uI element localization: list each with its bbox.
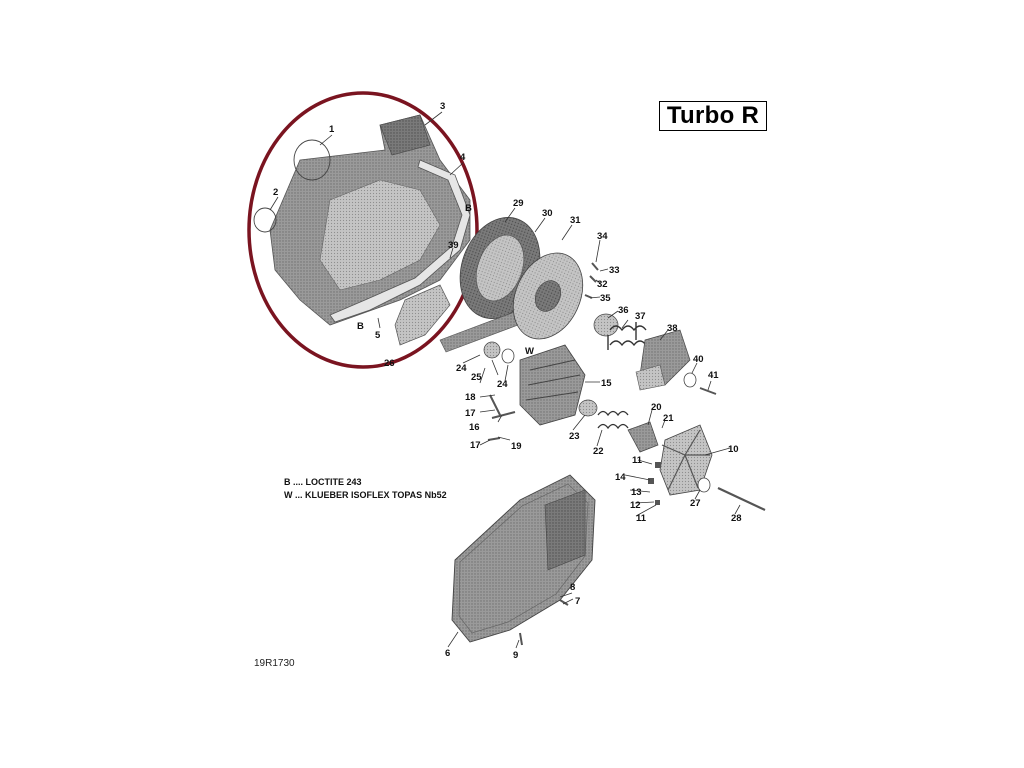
spring-mid-part xyxy=(597,410,629,430)
driven-pulley-group xyxy=(483,341,766,511)
callout-4: 4 xyxy=(460,152,466,163)
spring-part xyxy=(607,322,647,350)
callout-28: 28 xyxy=(731,513,742,524)
reference-code: 19R1730 xyxy=(254,658,295,669)
callout-32: 32 xyxy=(597,279,608,290)
callout-1: 1 xyxy=(329,124,335,135)
callout-7: 7 xyxy=(575,596,580,607)
callout-labels: 1 2 3 4 5 6 7 8 9 10 11 11 12 13 14 15 1… xyxy=(273,101,742,661)
pulley-fins xyxy=(525,359,581,401)
callout-14: 14 xyxy=(615,472,626,483)
callout-16: 16 xyxy=(469,422,480,433)
callout-15: 15 xyxy=(601,378,612,389)
leader-lines xyxy=(269,111,741,649)
callout-38: 38 xyxy=(667,323,678,334)
callout-36: 36 xyxy=(618,305,629,316)
lubricant-legend: B .... LOCTITE 243 W ... KLUEBER ISOFLEX… xyxy=(284,476,447,502)
cam-part xyxy=(627,421,659,453)
nut-parts xyxy=(648,462,661,505)
callout-2: 2 xyxy=(273,187,278,198)
washer-part xyxy=(683,372,697,388)
callout-17-upper: 17 xyxy=(465,408,476,419)
legend-w-line: W ... KLUEBER ISOFLEX TOPAS Nb52 xyxy=(284,490,447,500)
callout-34: 34 xyxy=(597,231,608,242)
bolts-mid xyxy=(487,394,516,441)
legend-b-line: B .... LOCTITE 243 xyxy=(284,477,362,487)
callout-33: 33 xyxy=(609,265,620,276)
callout-21: 21 xyxy=(663,413,674,424)
callout-24-left: 24 xyxy=(456,363,467,374)
callout-8: 8 xyxy=(570,582,575,593)
callout-26: 26 xyxy=(384,358,395,369)
outer-pulley-spokes xyxy=(661,429,710,491)
callout-35: 35 xyxy=(600,293,611,304)
callout-6: 6 xyxy=(445,648,450,659)
cover-screws xyxy=(519,599,569,646)
bushing-mid-part xyxy=(578,399,598,417)
callout-31: 31 xyxy=(570,215,581,226)
highlight-ring xyxy=(247,91,479,369)
callout-19: 19 xyxy=(511,441,522,452)
callout-29: 29 xyxy=(513,198,524,209)
callout-11-lower: 11 xyxy=(636,513,647,524)
o-ring-small-part xyxy=(253,207,277,233)
washer-lower-part xyxy=(697,477,711,493)
callout-30: 30 xyxy=(542,208,553,219)
outer-cover-duct xyxy=(544,489,586,571)
fan-disc-part xyxy=(394,284,451,346)
inner-cover-group xyxy=(253,114,471,346)
callout-23: 23 xyxy=(569,431,580,442)
marker-b-bottom: B xyxy=(357,321,364,332)
inner-cover-cutout xyxy=(319,179,441,291)
callout-39: 39 xyxy=(448,240,459,251)
callout-22: 22 xyxy=(593,446,604,457)
o-ring-large-part xyxy=(293,139,331,181)
callout-18: 18 xyxy=(465,392,476,403)
model-badge: Turbo R xyxy=(659,101,767,131)
bearing-part xyxy=(483,341,501,359)
callout-24-right: 24 xyxy=(497,379,508,390)
long-bolt-part xyxy=(717,487,766,511)
callout-17-lower: 17 xyxy=(470,440,481,451)
bolt-part xyxy=(699,387,717,395)
callout-37: 37 xyxy=(635,311,646,322)
callout-27: 27 xyxy=(690,498,701,509)
callout-3: 3 xyxy=(440,101,445,112)
inner-cover-duct xyxy=(379,114,431,156)
belt-inner xyxy=(475,234,525,302)
spider-shaft xyxy=(635,364,666,391)
outer-cover-rim xyxy=(458,483,589,634)
callout-10: 10 xyxy=(728,444,739,455)
marker-w: W xyxy=(525,346,534,357)
callout-9: 9 xyxy=(513,650,518,661)
callout-40: 40 xyxy=(693,354,704,365)
sheave-hub xyxy=(534,280,562,312)
callout-11-upper: 11 xyxy=(632,455,643,466)
callout-20: 20 xyxy=(651,402,662,413)
bearing-ring xyxy=(501,348,515,364)
small-bolts xyxy=(584,262,599,299)
callout-41: 41 xyxy=(708,370,719,381)
marker-b-top: B xyxy=(465,203,472,214)
drive-pulley-group xyxy=(439,217,717,395)
callout-25: 25 xyxy=(471,372,482,383)
callout-12: 12 xyxy=(630,500,641,511)
cover-gasket-part xyxy=(329,159,471,323)
callout-5: 5 xyxy=(375,330,381,341)
callout-13: 13 xyxy=(631,487,642,498)
outer-cover-group xyxy=(451,474,596,646)
bushing-part xyxy=(593,313,619,337)
pulley-hub-part xyxy=(519,344,586,426)
